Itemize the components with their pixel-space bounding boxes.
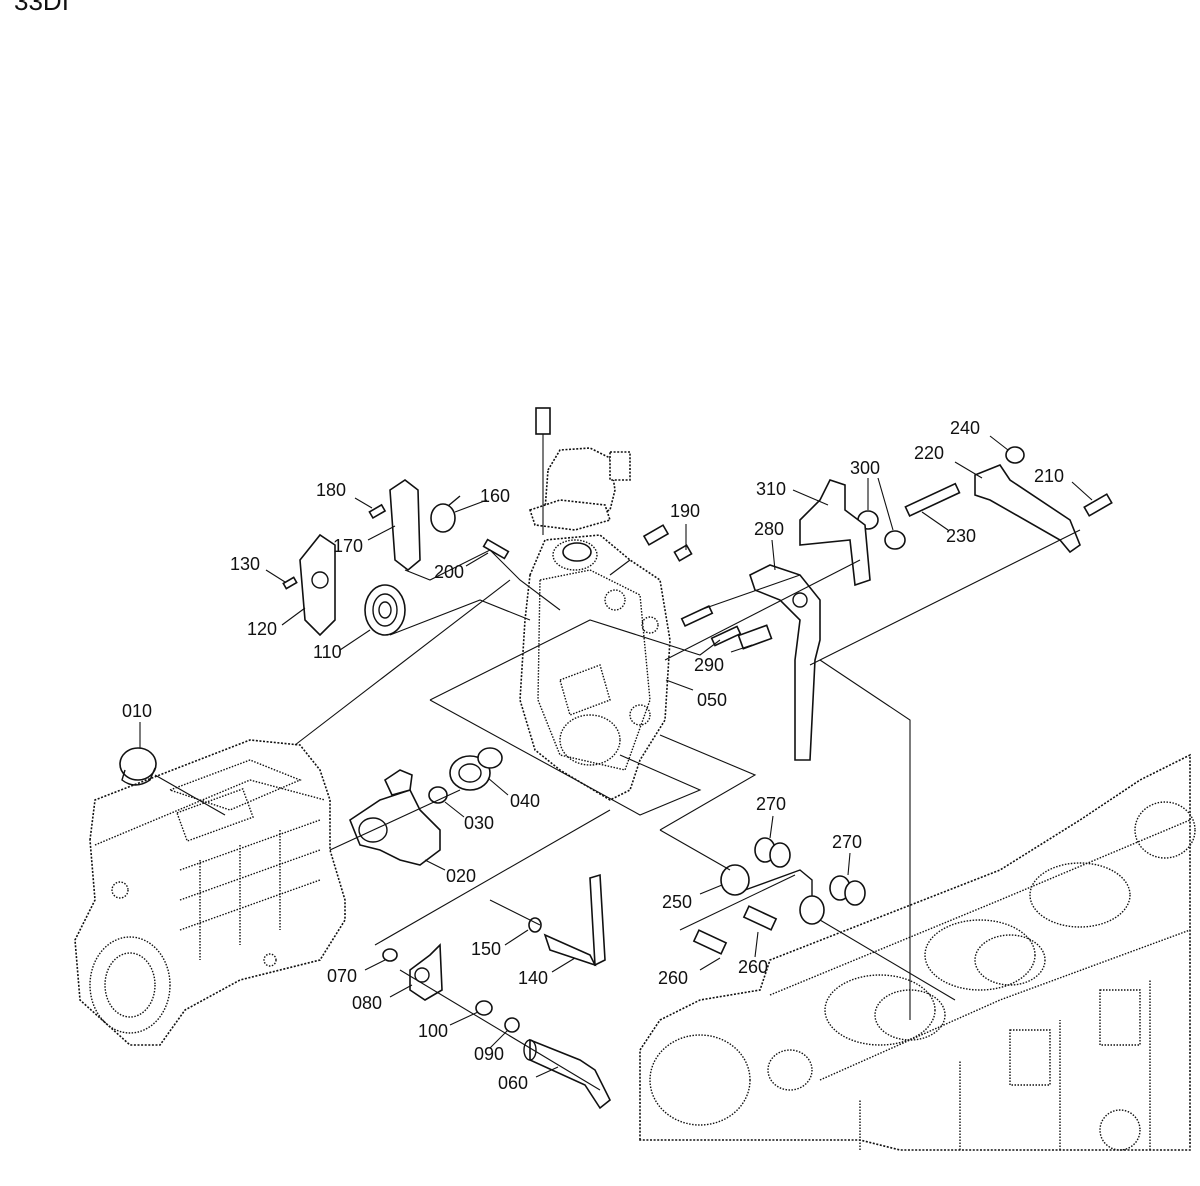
callout-210: 210: [1034, 466, 1064, 486]
part-160-spring: [430, 495, 461, 533]
part-280-link: [749, 564, 821, 761]
part-020-lever: [349, 769, 441, 866]
callout-240: 240: [950, 418, 980, 438]
callout-280: 280: [754, 519, 784, 539]
part-270-clamp: [754, 837, 791, 868]
part-300-nut: [857, 510, 906, 550]
callout-270-b: 270: [832, 832, 862, 852]
callout-130: 130: [230, 554, 260, 574]
part-030-washer: [428, 786, 448, 804]
part-190-bolt: [642, 524, 693, 562]
callout-290: 290: [694, 655, 724, 675]
callout-250: 250: [662, 892, 692, 912]
assembly-lines: [154, 434, 1081, 1091]
callout-120: 120: [247, 619, 277, 639]
part-260-bolt: [692, 929, 728, 955]
engine-block: [639, 753, 1196, 1151]
part-180-pin: [368, 503, 387, 520]
callout-080: 080: [352, 993, 382, 1013]
callout-020: 020: [446, 866, 476, 886]
part-050-governor-housing: [519, 534, 671, 801]
part-210-bolt: [1083, 493, 1113, 517]
callout-300: 300: [850, 458, 880, 478]
part-230-bolt: [904, 482, 961, 518]
part-140-lever: [543, 873, 606, 967]
callout-180: 180: [316, 480, 346, 500]
gear-case-housing: [74, 739, 346, 1046]
callout-220: 220: [914, 443, 944, 463]
part-120-plate: [299, 533, 336, 637]
callout-310: 310: [756, 479, 786, 499]
part-260-bolt-b: [742, 905, 778, 931]
callout-150: 150: [471, 939, 501, 959]
diagram-code: 33DI: [14, 0, 69, 16]
part-240-nut: [1005, 446, 1025, 464]
callout-050: 050: [697, 690, 727, 710]
part-070-ring: [382, 948, 398, 962]
callout-060: 060: [498, 1073, 528, 1093]
part-310-bracket: [799, 479, 871, 587]
callout-260-b: 260: [738, 957, 768, 977]
actuator-unit: [528, 407, 631, 562]
callout-270: 270: [756, 794, 786, 814]
part-010-plug: [119, 747, 157, 786]
leader-lines: [139, 435, 1093, 1078]
callout-110: 110: [313, 642, 342, 662]
part-250-pipe: [720, 864, 825, 925]
part-080-plate: [409, 943, 443, 1001]
part-090-washer: [504, 1017, 520, 1033]
callout-010: 010: [122, 701, 152, 721]
part-100-washer: [475, 1000, 493, 1016]
part-170-plate: [389, 479, 421, 572]
callout-040: 040: [510, 791, 540, 811]
callout-260: 260: [658, 968, 688, 988]
callout-030: 030: [464, 813, 494, 833]
part-220-bracket: [974, 464, 1081, 554]
callout-labels: 010 020 030 040 050 060 070 080 090 100 …: [122, 418, 1064, 1093]
callout-090: 090: [474, 1044, 504, 1064]
part-270-clamp-b: [829, 875, 866, 906]
part-130-pin: [282, 576, 298, 590]
part-060-shaft: [523, 1038, 612, 1110]
callout-230: 230: [946, 526, 976, 546]
callout-140: 140: [518, 968, 548, 988]
part-040-bushing: [449, 747, 503, 791]
callout-190: 190: [670, 501, 700, 521]
callout-070: 070: [327, 966, 357, 986]
part-110-spring: [364, 584, 406, 636]
callout-200: 200: [434, 562, 464, 582]
callout-170: 170: [333, 536, 363, 556]
part-200-pin: [482, 538, 510, 560]
callout-100: 100: [418, 1021, 448, 1041]
callout-160: 160: [480, 486, 510, 506]
